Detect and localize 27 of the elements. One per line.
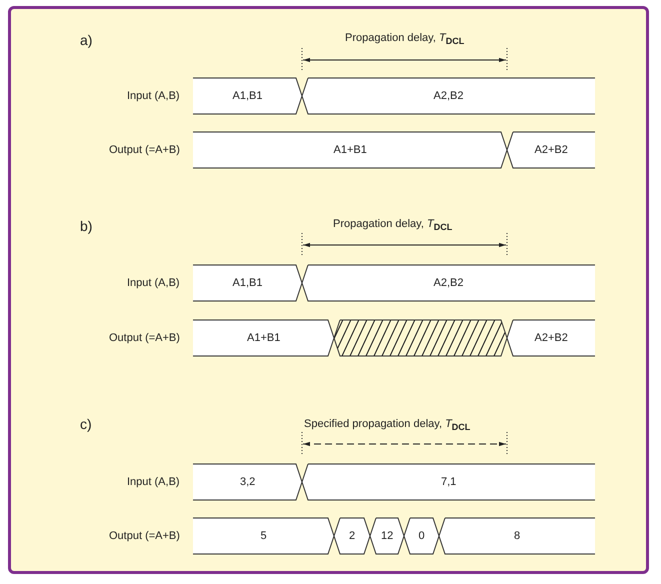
signal-value: 8	[514, 530, 520, 542]
signal-name: Output (=A+B)	[109, 332, 180, 344]
signal-value: A2,B2	[434, 276, 464, 290]
signal-value: A2,B2	[434, 90, 464, 102]
signal-value: A2+B2	[534, 332, 568, 344]
dimension-label: Propagation delay, T$_{DCL}$	[333, 218, 452, 234]
signal-value: A1,B1	[232, 276, 262, 290]
signal-value: 12	[381, 530, 394, 542]
signal-value: 3,2	[240, 476, 256, 488]
panel-letter: a)	[80, 34, 92, 46]
signal-name: Input (A,B)	[127, 476, 180, 488]
signal-value: A2+B2	[534, 144, 568, 156]
signal-value: 5	[260, 530, 267, 542]
signal-value: A1+B1	[334, 144, 367, 156]
signal-value: 7,1	[441, 476, 456, 488]
dimension-label: Propagation delay, T$_{DCL}$	[345, 32, 464, 48]
signal-name: Input (A,B)	[127, 276, 180, 290]
signal-name: Output (=A+B)	[109, 530, 180, 542]
signal-value: A1,B1	[232, 90, 262, 102]
signal-name: Input (A,B)	[127, 90, 180, 102]
signal-value: 2	[349, 530, 356, 542]
panel-letter: b)	[80, 220, 92, 232]
signal-value: 0	[418, 530, 425, 542]
dimension-label: Specified propagation delay, T$_{DCL}$	[304, 418, 470, 434]
panel-letter: c)	[80, 418, 92, 430]
signal-name: Output (=A+B)	[109, 144, 180, 156]
signal-value: A1+B1	[247, 332, 280, 344]
